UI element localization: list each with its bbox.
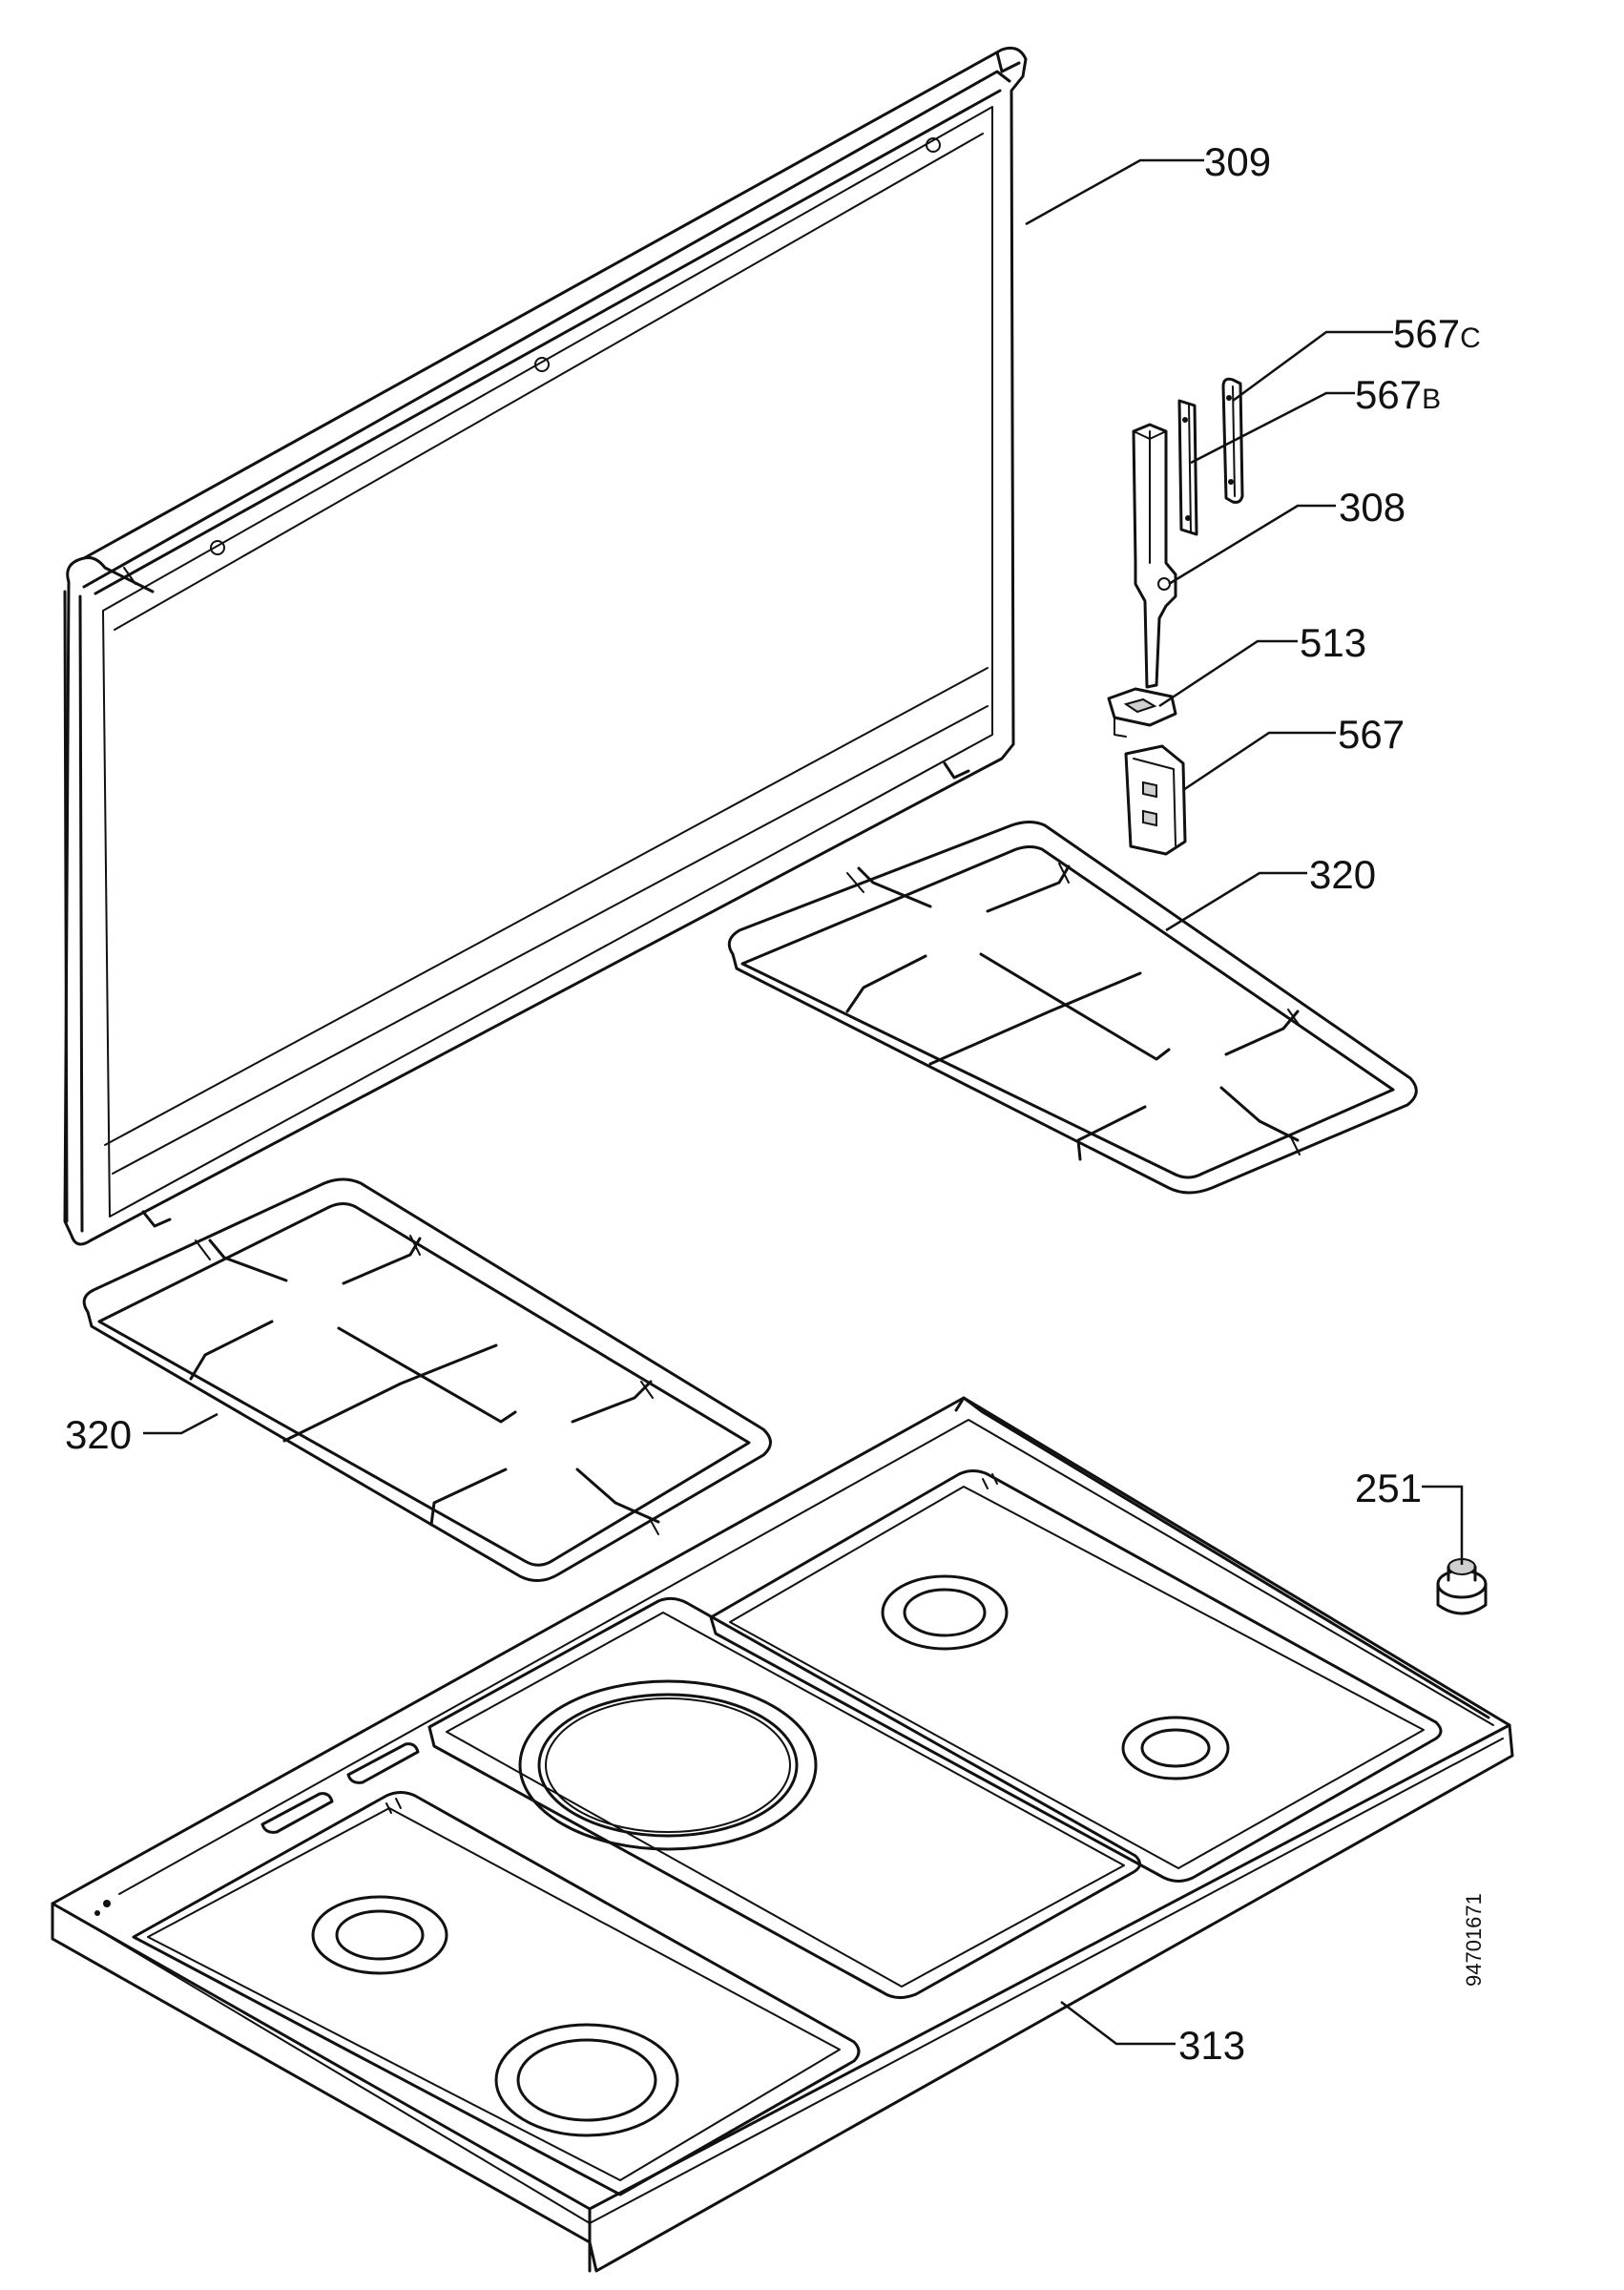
leader-567 [1182,731,1336,792]
leader-567c [1232,330,1393,403]
leader-513 [1158,639,1298,708]
hinge-plate-567b [1177,399,1198,536]
label-309: 309 [1204,139,1271,184]
hinge-clip-513 [1107,687,1177,738]
leader-lines [143,158,1464,2046]
knob-251 [1436,1558,1488,1615]
hob-plate-313 [51,1396,1514,2273]
lid-panel-309 [63,46,1028,1246]
label-251: 251 [1355,1466,1422,1510]
pan-support-320-left [82,1177,772,1582]
label-513: 513 [1300,620,1366,665]
leader-251 [1422,1485,1464,1565]
label-567: 567 [1338,712,1405,757]
part-labels: 309 567C 567B 308 513 567 320 320 251 31… [65,139,1486,2068]
drawing-code: 94701671 [1462,1893,1486,1987]
leader-320-right [1165,871,1307,932]
label-313: 313 [1178,2023,1245,2068]
label-308: 308 [1339,485,1405,530]
leader-313 [1060,2001,1176,2046]
label-567b: 567B [1355,372,1441,417]
leader-308 [1168,504,1336,586]
label-320-left: 320 [65,1412,132,1457]
leader-309 [1025,158,1204,226]
hinge-bracket-567 [1124,744,1187,856]
leader-567b [1190,391,1355,465]
label-567c: 567C [1393,311,1481,356]
label-320-right: 320 [1309,852,1376,897]
hinge-arm-308 [1132,423,1177,689]
pan-support-320-right [727,821,1418,1195]
leader-320-left [143,1412,219,1435]
